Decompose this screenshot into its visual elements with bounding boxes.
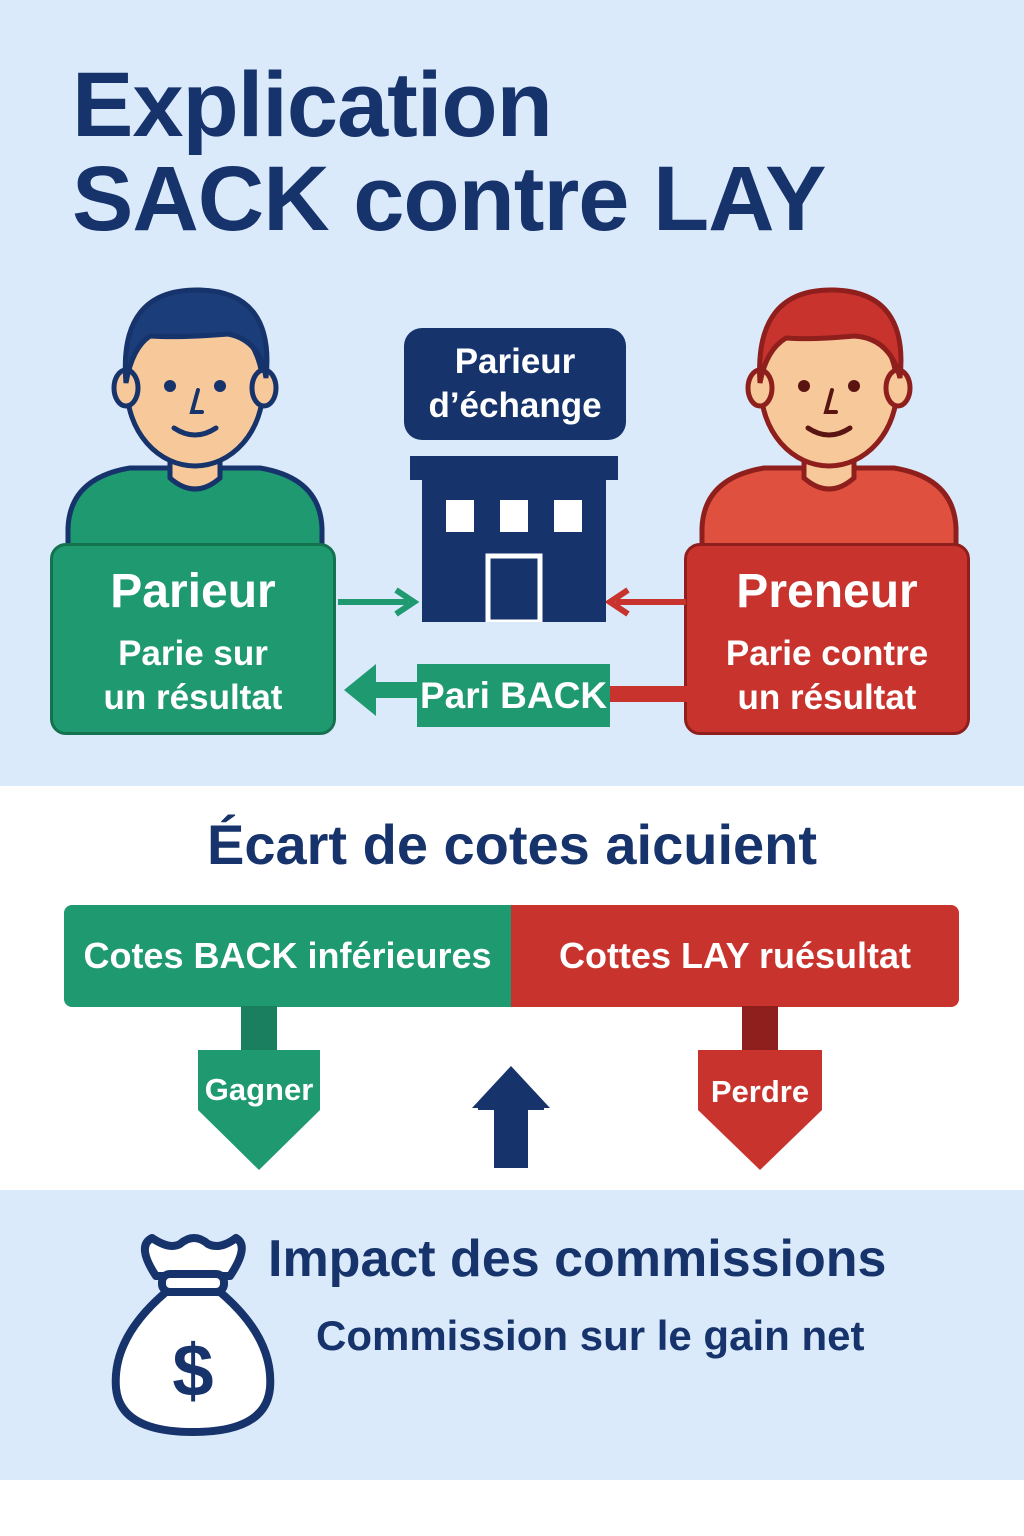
bettor-description: Parie sur un résultat bbox=[104, 632, 283, 720]
layer-title: Preneur bbox=[736, 565, 918, 618]
bettor-card: Parieur Parie sur un résultat bbox=[50, 543, 336, 735]
back-odds-label: Cotes BACK inférieures bbox=[64, 905, 511, 1007]
dollar-symbol: $ bbox=[172, 1329, 213, 1412]
lay-connector-bar bbox=[608, 686, 688, 702]
back-arrow-left-icon bbox=[344, 664, 420, 716]
exchange-label: Parieur d’échange bbox=[404, 328, 626, 440]
exchange-label-line-1: Parieur bbox=[454, 342, 576, 381]
title-line-1: Explication bbox=[72, 54, 553, 156]
bettor-desc-line-1: Parie sur bbox=[118, 634, 268, 673]
win-arrow-icon bbox=[198, 1006, 320, 1170]
bettor-desc-line-2: un résultat bbox=[103, 678, 283, 717]
page-title: Explication SACK contre LAY bbox=[72, 54, 827, 250]
layer-desc-line-2: un résultat bbox=[737, 678, 917, 717]
bettor-person-icon bbox=[65, 287, 325, 548]
layer-person-icon bbox=[699, 287, 959, 548]
win-label: Gagner bbox=[204, 1072, 314, 1107]
money-bag-icon: $ bbox=[111, 1234, 275, 1436]
back-bet-label: Pari BACK bbox=[417, 664, 610, 727]
layer-card: Preneur Parie contre un résultat bbox=[684, 543, 970, 735]
layer-desc-line-1: Parie contre bbox=[725, 634, 929, 673]
commission-title: Impact des commissions bbox=[268, 1230, 887, 1288]
title-line-2: SACK contre LAY bbox=[72, 148, 827, 250]
odds-bar: Cotes BACK inférieures Cottes LAY ruésul… bbox=[64, 905, 959, 1007]
exchange-label-line-2: d’échange bbox=[428, 386, 602, 425]
bettor-title: Parieur bbox=[110, 565, 276, 618]
arrow-right-icon bbox=[338, 587, 420, 617]
odds-spread-title: Écart de cotes aicuient bbox=[206, 813, 817, 876]
up-arrow-icon bbox=[472, 1066, 550, 1168]
arrow-left-icon bbox=[606, 587, 686, 617]
lose-label: Perdre bbox=[710, 1074, 810, 1109]
commission-description: Commission sur le gain net bbox=[316, 1312, 865, 1359]
lay-odds-label: Cottes LAY ruésultat bbox=[511, 905, 959, 1007]
lose-arrow-icon bbox=[698, 1006, 822, 1170]
layer-description: Parie contre un résultat bbox=[726, 632, 928, 720]
exchange-building-icon bbox=[410, 456, 618, 622]
